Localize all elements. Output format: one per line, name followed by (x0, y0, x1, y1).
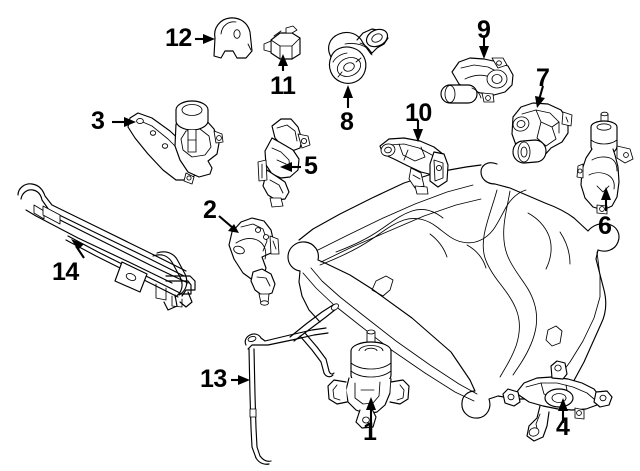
callout-label-10: 10 (405, 99, 432, 127)
arrowhead-6 (601, 187, 611, 200)
part-10-transmission-mount-support-bracket (379, 137, 449, 195)
arrowhead-9 (479, 46, 489, 59)
part-12-mount-heat-shield-cover (213, 17, 253, 59)
arrowhead-13 (238, 375, 250, 385)
callout-label-3: 3 (91, 107, 105, 135)
leader-2 (218, 215, 234, 229)
arrowhead-2 (228, 224, 239, 233)
arrowhead-8 (343, 85, 353, 98)
callout-label-6: 6 (598, 212, 612, 240)
arrowhead-5 (280, 162, 292, 172)
part-14-stabilizer-bar-assembly (17, 183, 196, 311)
arrowhead-7 (535, 96, 545, 108)
arrowhead-1 (366, 397, 376, 410)
part-3-engine-mount-bracket-upper-left (127, 100, 224, 185)
part-4-transmission-mount-bracket-rear (502, 360, 613, 442)
part-9-engine-mount-damper-bracket (440, 57, 514, 104)
part-6-engine-mount-insulator-right (576, 111, 634, 215)
arrowhead-11 (278, 54, 288, 66)
callout-label-13: 13 (200, 365, 227, 393)
part-2-engine-mount-bracket-left (228, 217, 280, 306)
callout-leaders (71, 34, 611, 428)
arrowhead-14 (71, 239, 84, 250)
callout-label-9: 9 (477, 16, 491, 44)
callout-label-12: 12 (165, 24, 192, 52)
arrowhead-10 (413, 129, 423, 142)
callout-label-1: 1 (363, 418, 377, 446)
part-7-engine-mount-bracket-right (511, 102, 573, 164)
part-8-engine-torque-rod (328, 28, 389, 84)
callout-label-5: 5 (304, 152, 318, 180)
callout-label-8: 8 (340, 108, 354, 136)
callout-label-2: 2 (203, 196, 217, 224)
callout-label-7: 7 (536, 64, 550, 92)
callout-label-11: 11 (270, 72, 296, 100)
part-11-mount-stopper-bracket (263, 25, 301, 60)
callout-label-14: 14 (52, 258, 79, 286)
callout-label-4: 4 (556, 413, 570, 441)
part-5-engine-mount-bracket-rear (257, 118, 311, 208)
arrowhead-4 (558, 398, 568, 411)
part-1-engine-mount-insulator-front (327, 329, 410, 429)
arrowhead-3 (124, 117, 136, 127)
part-13-torque-rod-stay-lower (244, 303, 339, 465)
arrowhead-12 (203, 34, 215, 44)
